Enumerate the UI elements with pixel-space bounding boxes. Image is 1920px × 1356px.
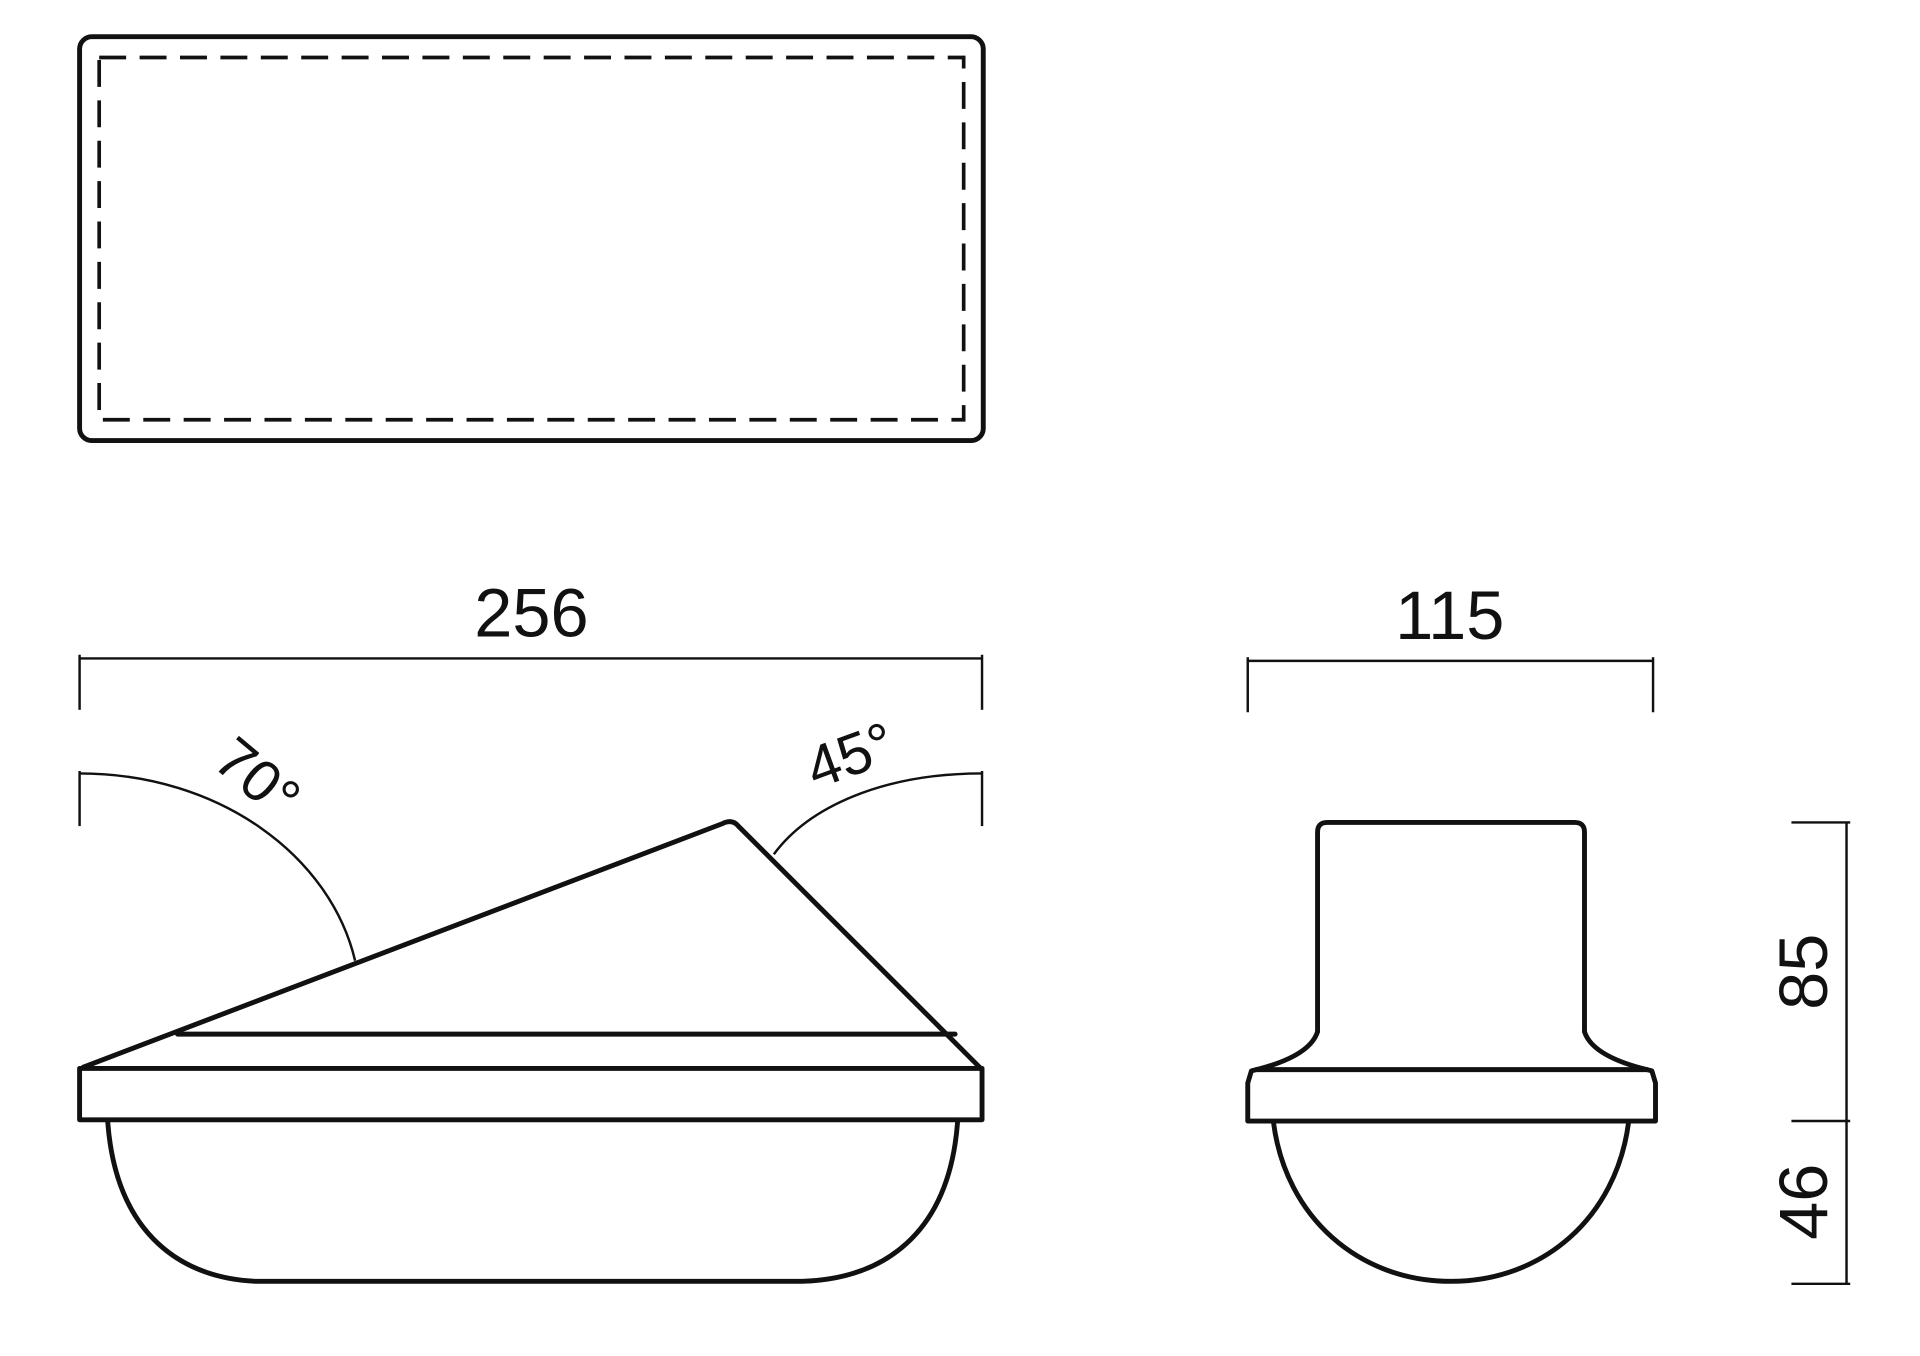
angle-right: 45° [772, 710, 984, 855]
front-width-dimension: 256 [78, 574, 984, 710]
side-view-diffuser [1271, 1119, 1632, 1284]
side-width-label: 115 [1395, 577, 1504, 654]
angle-right-label: 45° [798, 710, 904, 801]
front-width-label: 256 [474, 574, 588, 651]
height-upper-label: 85 [1765, 934, 1842, 1010]
top-view [77, 34, 986, 444]
front-view [77, 819, 985, 1284]
angle-left-label: 70° [202, 725, 312, 832]
height-lower-label: 46 [1765, 1164, 1842, 1240]
top-view-outline [77, 34, 986, 444]
angle-left: 70° [78, 725, 357, 961]
top-view-hidden-outline [97, 55, 966, 422]
front-view-wedge [80, 819, 983, 1070]
side-view-housing [1315, 819, 1587, 1035]
side-width-dimension: 115 [1246, 577, 1655, 713]
front-view-base [77, 1065, 985, 1123]
height-dimension: 85 46 [1765, 821, 1851, 1286]
side-view [1245, 819, 1658, 1284]
front-view-diffuser [105, 1119, 960, 1284]
